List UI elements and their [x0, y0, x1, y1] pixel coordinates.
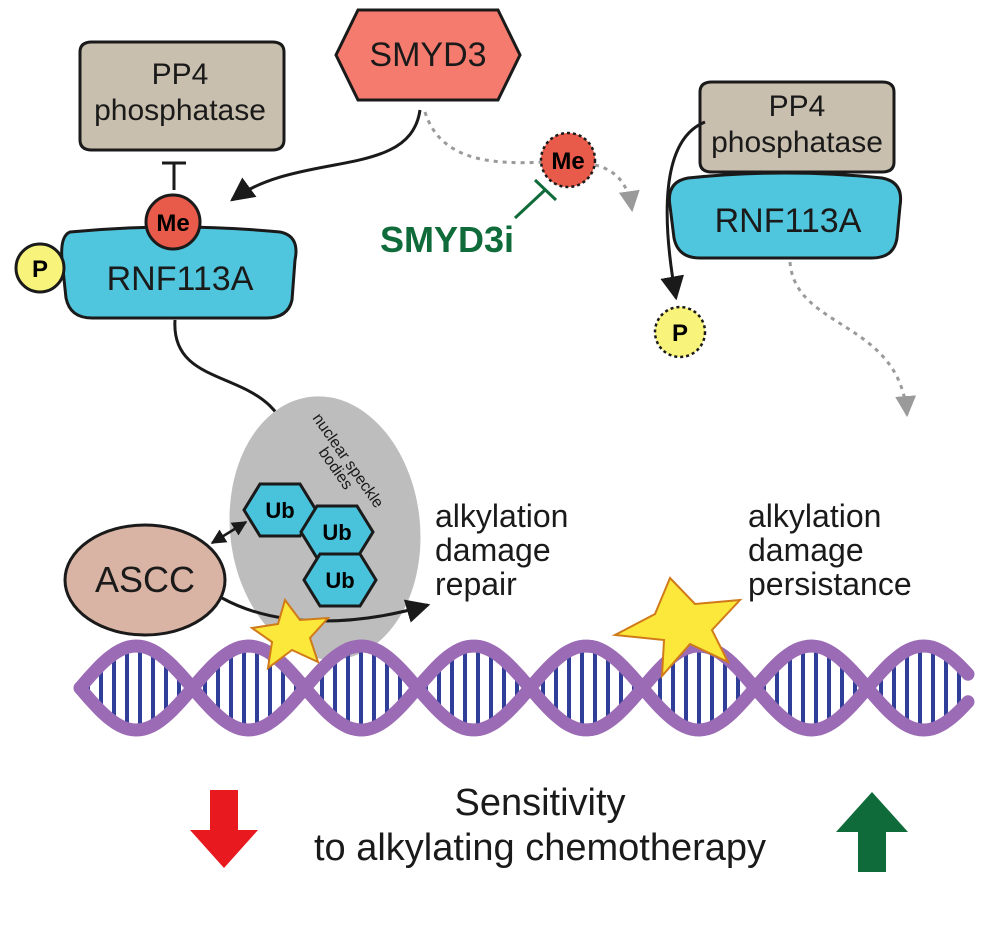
rnf113a-left: RNF113A [60, 225, 298, 320]
pp4-phosphatase-right: PP4 phosphatase [698, 80, 896, 174]
pp4-inhibits-methyl-left [162, 161, 186, 190]
ubiquitin-chain: Ub Ub Ub [242, 482, 378, 608]
ubiquitin-3: Ub [302, 552, 378, 608]
ascc-node: ASCC [63, 523, 227, 637]
smyd3-label: SMYD3 [369, 36, 486, 74]
rnf113a-left-label: RNF113A [107, 260, 254, 298]
inhibited-methylation-path-end [594, 163, 640, 213]
phospho-released-label: P [672, 320, 688, 347]
dna-double-helix [73, 639, 975, 737]
dna-damage-star-right [611, 576, 743, 679]
up-arrow-increased-sensitivity [836, 792, 908, 872]
inhibited-methylation-path [423, 111, 546, 165]
rnf113a-right: RNF113A [667, 171, 903, 260]
sensitivity-line2: to alkylating chemotherapy [314, 827, 766, 869]
persist-line1: alkylation [748, 498, 881, 534]
phospho-mark-released: P [653, 305, 707, 359]
phospho-left-label: P [32, 256, 48, 283]
ub-2-label: Ub [322, 520, 351, 545]
down-arrow-decreased-sensitivity [190, 790, 258, 868]
pp4-right-line1: PP4 [769, 90, 826, 123]
inactive-rnf113a-path [788, 261, 917, 418]
pp4-left-line1: PP4 [152, 58, 209, 91]
methyl-inhibited-label: Me [551, 148, 584, 175]
ub-3-label: Ub [325, 568, 354, 593]
smyd3-node: SMYD3 [334, 8, 522, 102]
dna-backbone-strand-1 [73, 639, 975, 737]
smyd3i-label: SMYD3i [380, 219, 514, 260]
repair-line3: repair [435, 566, 517, 602]
pp4-left-line2: phosphatase [94, 94, 266, 127]
sensitivity-line1: Sensitivity [454, 782, 625, 824]
ubiquitin-1: Ub [242, 482, 318, 538]
persistance-outcome-label: alkylation damage persistance [748, 498, 912, 602]
dna-damage-star-left [249, 597, 331, 671]
smyd3-methylation-arrow [230, 109, 422, 202]
dna-backbone-strand-2 [73, 639, 975, 737]
ubiquitin-2: Ub [299, 504, 375, 560]
smyd3i-inhibition [513, 178, 558, 220]
repair-line2: damage [435, 532, 551, 568]
pp4-right-line2: phosphatase [711, 126, 883, 159]
ascc-label: ASCC [95, 559, 195, 600]
dephosphorylation-arrow [660, 120, 706, 301]
methyl-mark-inhibited: Me [539, 131, 597, 189]
phospho-mark-left: P [14, 242, 66, 294]
ub-1-label: Ub [265, 498, 294, 523]
nuclear-speckle-bodies: nuclear speckle bodies [229, 396, 421, 660]
methyl-left-label: Me [156, 210, 189, 237]
persist-line2: damage [748, 532, 864, 568]
pp4-phosphatase-left: PP4 phosphatase [78, 40, 286, 152]
repair-line1: alkylation [435, 498, 568, 534]
rnf113a-right-label: RNF113A [715, 202, 862, 240]
repair-outcome-label: alkylation damage repair [435, 498, 568, 602]
persist-line3: persistance [748, 566, 912, 602]
methyl-mark-left: Me [144, 193, 202, 251]
ascc-ub-interaction-arrow [210, 520, 248, 545]
